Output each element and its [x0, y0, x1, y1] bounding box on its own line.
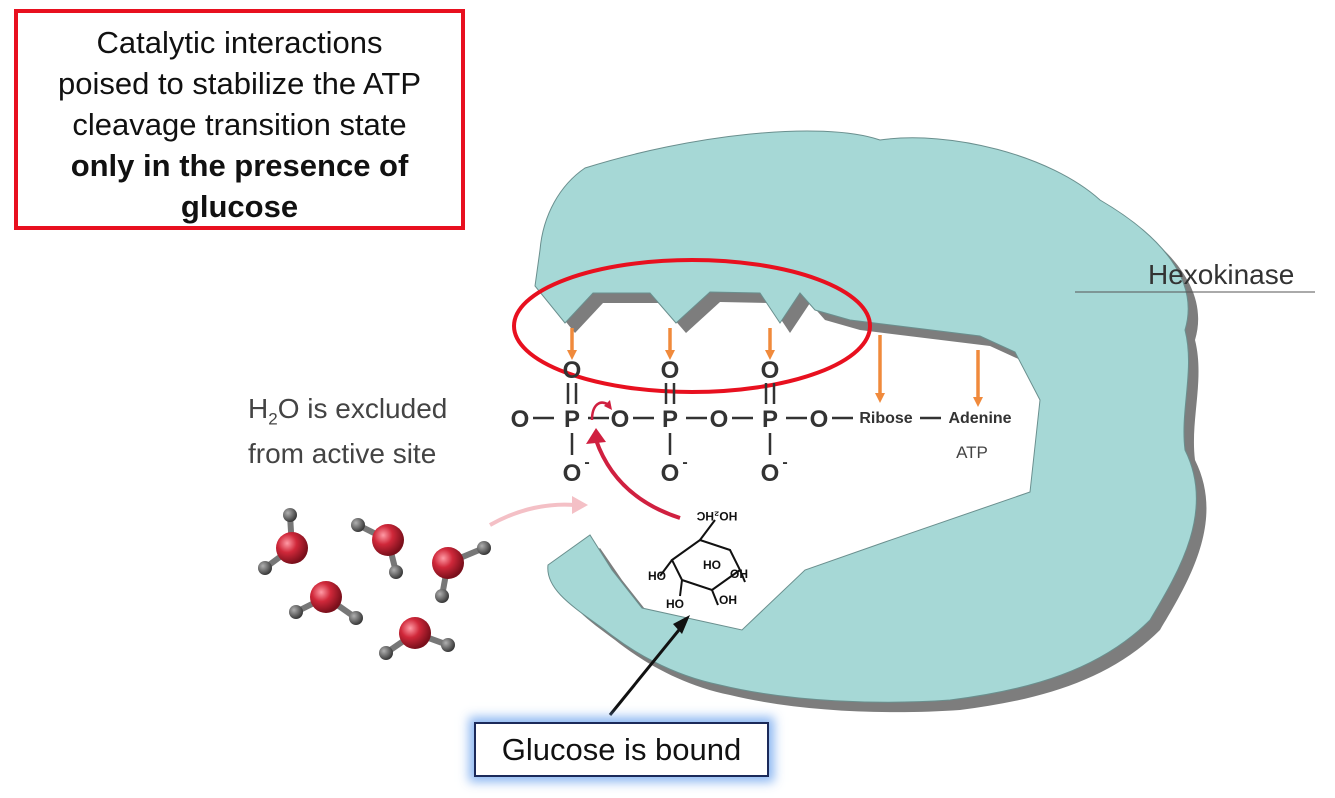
phosphorus-3: P	[762, 406, 778, 433]
phosphate-1-top-oxygen: O	[563, 357, 582, 384]
glucose-pointer-arrow	[608, 624, 685, 716]
adenine-label: Adenine	[948, 410, 1011, 427]
charge-2: -	[682, 454, 687, 471]
glucose-oh-1: OH	[730, 567, 748, 581]
phosphate-2-top-oxygen: O	[661, 357, 680, 384]
glucose-pointer-arrowhead	[673, 615, 690, 634]
water-excluded-arrow	[489, 502, 576, 527]
bridging-oxygen-3: O	[810, 406, 829, 433]
glucose-ho-1: HO	[648, 569, 666, 583]
glucose-attack-arrowhead	[586, 428, 606, 444]
glucose-ho-3: HO	[666, 597, 684, 611]
glucose-ho-2: HO	[703, 558, 721, 572]
water-excluded-arrowhead	[572, 496, 588, 514]
hexokinase-label: Hexokinase	[1148, 259, 1295, 290]
glucose-molecule	[659, 519, 746, 606]
ribose-label: Ribose	[859, 410, 912, 427]
phosphate-3-top-oxygen: O	[761, 357, 780, 384]
phosphorus-1: P	[564, 406, 580, 433]
phosphorus-2: P	[662, 406, 678, 433]
water-label-line-2: from active site	[248, 437, 437, 469]
phosphate-highlight-ellipse	[512, 258, 872, 394]
callout-line-2: poised to stabilize the ATP	[57, 66, 422, 101]
charge-3: -	[782, 454, 787, 471]
atp-molecule: O P O O - O P O O - O P O O - O Ribose	[511, 357, 1012, 487]
catalytic-interactions-callout: Catalytic interactions poised to stabili…	[14, 9, 465, 230]
water-label-line-1: H2O is excluded	[248, 393, 448, 429]
catalytic-interaction-arrows	[567, 328, 983, 407]
atp-label: ATP	[956, 443, 988, 462]
callout-line-1: Catalytic interactions	[96, 25, 383, 60]
callout-line-3: cleavage transition state	[72, 107, 407, 142]
callout-line-4: only in the presence of	[70, 148, 409, 183]
water-molecule	[351, 518, 404, 579]
electron-push-arrowhead	[604, 400, 612, 410]
water-molecule	[379, 617, 455, 660]
phosphate-2-bottom-oxygen: O	[661, 460, 680, 487]
water-molecule	[289, 581, 363, 625]
bridging-oxygen-2: O	[710, 406, 729, 433]
glucose-bound-callout: Glucose is bound	[474, 722, 769, 777]
water-molecule	[432, 541, 491, 603]
enzyme-body	[534, 130, 1197, 703]
callout-line-5: glucose	[180, 189, 299, 224]
water-molecules	[258, 508, 491, 660]
water-molecule	[258, 508, 308, 575]
glucose-oh-2: OH	[719, 593, 737, 607]
glucose-ch2oh: HO₂HC	[696, 509, 737, 523]
atp-terminal-oxygen: O	[511, 406, 530, 433]
phosphate-3-bottom-oxygen: O	[761, 460, 780, 487]
phosphate-1-bottom-oxygen: O	[563, 460, 582, 487]
water-excluded-label: H2O is excluded from active site	[248, 392, 447, 471]
bridging-oxygen-1: O	[611, 406, 630, 433]
glucose-attack-arrow	[594, 439, 681, 520]
charge-1: -	[584, 454, 589, 471]
